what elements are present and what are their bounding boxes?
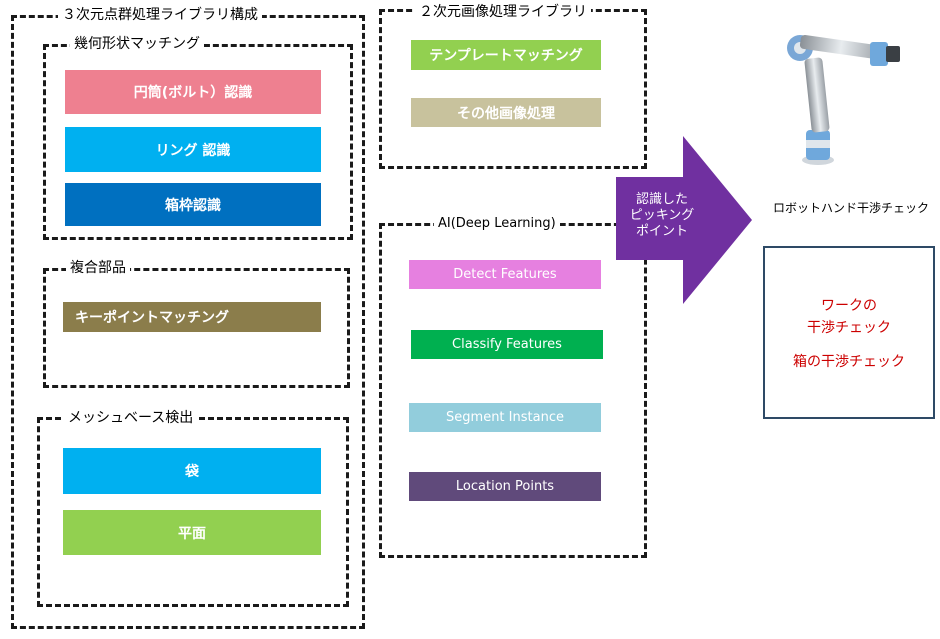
work-interference-label: 干渉チェック: [807, 320, 891, 336]
segment-instance-button[interactable]: Segment Instance: [409, 403, 601, 432]
plane-button[interactable]: 平面: [63, 510, 321, 555]
interference-check-box: ワークの 干渉チェック 箱の干渉チェック: [763, 246, 935, 419]
composite-title: 複合部品: [66, 259, 130, 277]
cylinder-recognition-button[interactable]: 円筒(ボルト）認識: [65, 70, 321, 114]
ai-title: AI(Deep Learning): [434, 215, 560, 233]
geometric-title: 幾何形状マッチング: [70, 35, 204, 53]
keypoint-matching-button[interactable]: キーポイントマッチング: [63, 302, 321, 332]
arrow-line-1: 認識した: [635, 192, 688, 207]
classify-features-button[interactable]: Classify Features: [411, 330, 603, 359]
lib2d-title: ２次元画像処理ライブラリ: [415, 3, 591, 21]
location-points-button[interactable]: Location Points: [409, 472, 601, 501]
bag-button[interactable]: 袋: [63, 448, 321, 494]
robot-arm-icon: [787, 35, 900, 165]
other-image-processing-button[interactable]: その他画像処理: [411, 98, 601, 127]
box-interference-label: 箱の干渉チェック: [793, 354, 905, 370]
arrow-line-2: ピッキング: [629, 208, 695, 223]
robot-hand-interference-label: ロボットハンド干渉チェック: [773, 201, 930, 215]
mesh-title: メッシュベース検出: [64, 409, 198, 427]
detect-features-button[interactable]: Detect Features: [409, 260, 601, 289]
box-frame-recognition-button[interactable]: 箱枠認識: [65, 183, 321, 226]
picking-point-label: 認識した ピッキング ポイント: [616, 192, 708, 240]
arrow-line-3: ポイント: [635, 224, 688, 239]
lib3d-title: ３次元点群処理ライブラリ構成: [58, 6, 262, 24]
work-label: ワークの: [821, 298, 877, 314]
right-arrow-icon: [616, 136, 752, 304]
template-matching-button[interactable]: テンプレートマッチング: [411, 40, 601, 70]
lib2d-group: [379, 9, 647, 169]
composite-group: [43, 268, 350, 388]
ring-recognition-button[interactable]: リング 認識: [65, 127, 321, 172]
